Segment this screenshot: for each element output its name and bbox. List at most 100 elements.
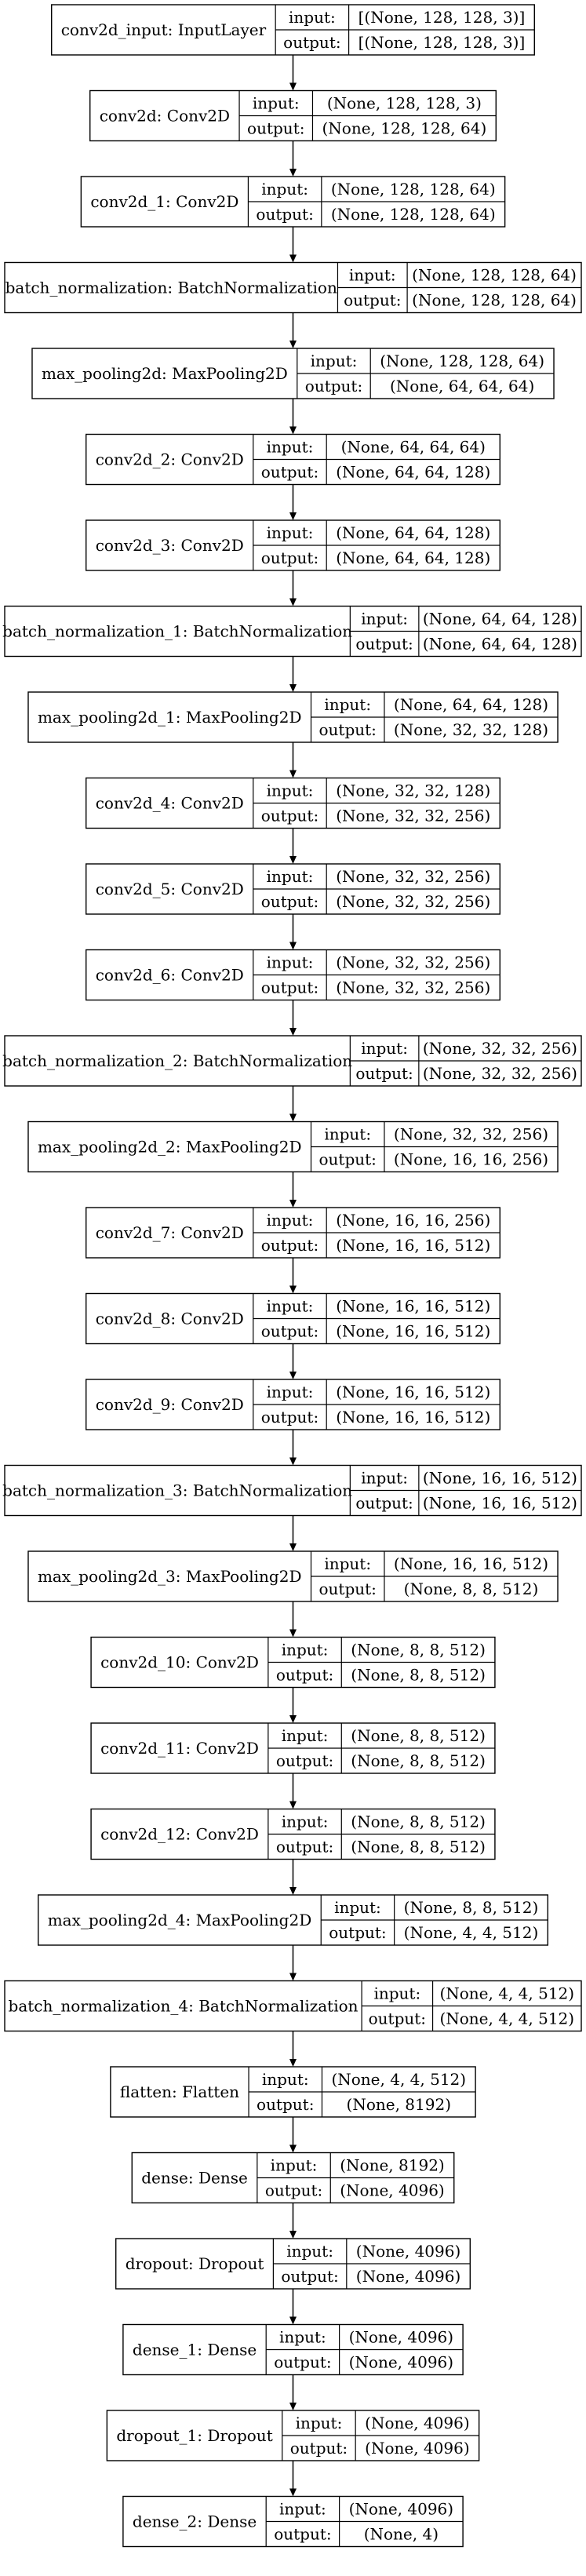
- input-label: input:: [267, 953, 314, 972]
- output-label: output:: [369, 2009, 426, 2028]
- layer-name: conv2d_7: Conv2D: [96, 1223, 244, 1242]
- output-label: output:: [274, 2525, 331, 2544]
- output-label: output:: [355, 1494, 413, 1513]
- output-shape: (None, 64, 64, 64): [390, 377, 534, 395]
- input-label: input:: [334, 1898, 381, 1917]
- layer-name: max_pooling2d: MaxPooling2D: [42, 364, 288, 383]
- input-label: input:: [282, 1813, 329, 1831]
- arrowhead: [289, 1372, 297, 1379]
- arrowhead: [289, 1629, 297, 1638]
- input-shape: (None, 32, 32, 256): [423, 1039, 577, 1058]
- edge-arrow: [289, 1258, 297, 1294]
- output-label: output:: [256, 205, 313, 224]
- output-label: output:: [319, 1579, 377, 1598]
- input-shape: (None, 16, 16, 256): [336, 1211, 490, 1230]
- edge-arrow: [289, 1859, 297, 1895]
- layer-name: conv2d: Conv2D: [100, 107, 230, 126]
- layer-name: conv2d_3: Conv2D: [96, 536, 244, 555]
- layer-node: max_pooling2d_2: MaxPooling2Dinput:outpu…: [27, 1120, 559, 1173]
- output-label: output:: [261, 463, 318, 482]
- input-label: input:: [311, 352, 358, 370]
- arrowhead: [289, 1543, 297, 1551]
- layer-node: conv2d_input: InputLayerinput:output:[(N…: [51, 4, 535, 56]
- input-shape: (None, 16, 16, 512): [336, 1383, 490, 1401]
- output-label: output:: [261, 892, 318, 911]
- output-shape: (None, 32, 32, 256): [336, 892, 490, 911]
- arrowhead: [289, 341, 297, 348]
- output-label: output:: [283, 33, 340, 52]
- edge-arrow: [289, 1687, 297, 1723]
- arrowhead: [289, 82, 297, 91]
- arrowhead: [289, 1973, 297, 1981]
- arrowhead: [289, 2231, 297, 2239]
- output-label: output:: [276, 1838, 333, 1856]
- layer-name: dense_1: Dense: [133, 2341, 257, 2359]
- layer-name: batch_normalization_4: BatchNormalizatio…: [9, 1997, 359, 2016]
- edge-arrow: [289, 312, 297, 348]
- input-label: input:: [373, 1984, 420, 2003]
- arrowhead: [289, 1801, 297, 1809]
- edge-arrow: [289, 2203, 297, 2239]
- edge-arrow: [289, 140, 297, 177]
- layer-node: conv2d_5: Conv2D input: output: (None, 32, …: [86, 863, 500, 915]
- input-shape: (None, 128, 128, 64): [412, 266, 577, 285]
- arrowhead: [289, 2059, 297, 2067]
- input-label: input:: [267, 1211, 314, 1230]
- arrowhead: [289, 684, 297, 692]
- arrowhead: [289, 1887, 297, 1895]
- arrowhead: [289, 1715, 297, 1723]
- output-shape: (None, 128, 128, 64): [412, 291, 577, 310]
- output-label: output:: [276, 1751, 333, 1770]
- input-label: input:: [282, 1641, 329, 1660]
- input-shape: (None, 8, 8, 512): [404, 1898, 539, 1917]
- arrowhead: [289, 169, 297, 177]
- layer-name: conv2d_8: Conv2D: [96, 1310, 244, 1328]
- output-shape: (None, 64, 64, 128): [336, 463, 490, 482]
- input-shape: (None, 8, 8, 512): [351, 1813, 486, 1831]
- output-shape: (None, 16, 16, 512): [423, 1494, 577, 1513]
- layer-node: batch_normalization: BatchNormalizationi…: [4, 261, 582, 314]
- edge-arrow: [289, 1086, 297, 1122]
- edge-arrow: [289, 1515, 297, 1551]
- nodes: conv2d_input: InputLayerinput:output:[(N…: [2, 4, 582, 2548]
- input-shape: (None, 16, 16, 512): [394, 1554, 548, 1573]
- layer-name: max_pooling2d_2: MaxPooling2D: [38, 1138, 302, 1157]
- layer-name: flatten: Flatten: [120, 2082, 239, 2101]
- layer-name: conv2d_1: Conv2D: [90, 192, 238, 211]
- arrowhead: [289, 2403, 297, 2410]
- layer-name: dense_2: Dense: [133, 2512, 257, 2531]
- arrowhead: [289, 1457, 297, 1466]
- layer-node: max_pooling2d_3: MaxPooling2Dinput:outpu…: [27, 1550, 559, 1602]
- edge-arrow: [289, 2031, 297, 2067]
- input-label: input:: [253, 94, 300, 113]
- layer-node: max_pooling2d_1: MaxPooling2Dinput:outpu…: [27, 691, 559, 743]
- output-shape: (None, 8192): [347, 2095, 451, 2114]
- layer-name: dense: Dense: [141, 2169, 248, 2188]
- arrowhead: [289, 942, 297, 950]
- output-label: output:: [257, 2095, 314, 2114]
- layer-node: batch_normalization_1: BatchNormalizatio…: [2, 605, 582, 658]
- output-shape: (None, 8, 8, 512): [404, 1579, 539, 1598]
- output-shape: (None, 32, 32, 256): [423, 1064, 577, 1083]
- input-shape: (None, 8192): [340, 2156, 444, 2175]
- output-shape: (None, 16, 16, 512): [336, 1322, 490, 1341]
- output-shape: (None, 8, 8, 512): [351, 1751, 486, 1770]
- output-label: output:: [319, 720, 377, 739]
- edge-arrow: [289, 2461, 297, 2497]
- edge-arrow: [289, 1430, 297, 1466]
- layer-name: conv2d_5: Conv2D: [96, 880, 244, 898]
- output-shape: (None, 32, 32, 256): [336, 978, 490, 997]
- input-shape: (None, 8, 8, 512): [351, 1726, 486, 1745]
- edge-arrow: [289, 1773, 297, 1809]
- layer-name: batch_normalization: BatchNormalization: [5, 279, 337, 297]
- input-label: input:: [267, 523, 314, 542]
- arrowhead: [289, 1113, 297, 1122]
- output-label: output:: [329, 1923, 386, 1942]
- layer-name: conv2d_input: InputLayer: [61, 20, 267, 39]
- input-label: input:: [324, 695, 371, 714]
- output-shape: (None, 128, 128, 64): [331, 205, 496, 224]
- input-label: input:: [267, 867, 314, 886]
